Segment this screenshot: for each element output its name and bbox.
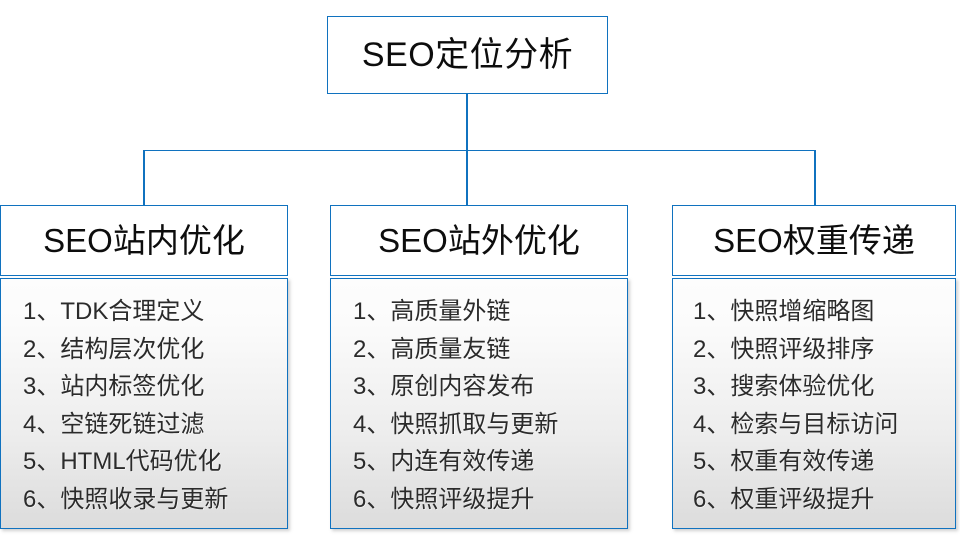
root-node-label: SEO定位分析 <box>361 36 574 74</box>
list-item: 5、HTML代码优化 <box>23 448 222 475</box>
list-item: 3、站内标签优化 <box>23 373 205 400</box>
list-item: 6、快照收录与更新 <box>23 485 229 513</box>
branch-column-3: SEO权重传递 1、快照增缩略图 2、快照评级排序 3、搜索体验优化 4、检索与… <box>672 205 956 529</box>
list-item: 6、快照评级提升 <box>353 485 535 513</box>
branch-2-header-label: SEO站外优化 <box>378 222 580 259</box>
branch-1-header-box[interactable]: SEO站内优化 <box>0 205 288 276</box>
list-item: 4、空链死链过滤 <box>23 410 205 438</box>
branch-column-2: SEO站外优化 1、高质量外链 2、高质量友链 3、原创内容发布 4、快照抓取与… <box>330 205 628 529</box>
branch-column-1: SEO站内优化 1、TDK合理定义 2、结构层次优化 3、站内标签优化 4、空链… <box>0 205 288 529</box>
list-item: 2、高质量友链 <box>353 335 511 363</box>
connector-branch-2-vertical <box>466 149 468 206</box>
list-item: 2、结构层次优化 <box>23 335 205 363</box>
branch-2-list-box: 1、高质量外链 2、高质量友链 3、原创内容发布 4、快照抓取与更新 5、内连有… <box>330 278 628 529</box>
list-item: 1、快照增缩略图 <box>693 298 875 325</box>
branch-1-header-label: SEO站内优化 <box>43 222 245 259</box>
list-item: 3、原创内容发布 <box>353 373 535 400</box>
list-item: 2、快照评级排序 <box>693 335 875 363</box>
list-item: 5、内连有效传递 <box>353 448 535 475</box>
connector-horizontal-bus <box>143 149 815 152</box>
list-item: 5、权重有效传递 <box>693 448 875 475</box>
list-item: 1、高质量外链 <box>353 298 511 325</box>
branch-3-header-box[interactable]: SEO权重传递 <box>672 205 956 276</box>
list-item: 4、检索与目标访问 <box>693 410 899 438</box>
list-item: 4、快照抓取与更新 <box>353 410 559 438</box>
connector-branch-3-vertical <box>814 149 816 206</box>
list-item: 6、权重评级提升 <box>693 485 875 513</box>
list-item: 3、搜索体验优化 <box>693 373 875 400</box>
branch-3-list-box: 1、快照增缩略图 2、快照评级排序 3、搜索体验优化 4、检索与目标访问 5、权… <box>672 278 956 529</box>
list-item: 1、TDK合理定义 <box>23 298 205 325</box>
branch-2-header-box[interactable]: SEO站外优化 <box>330 205 628 276</box>
branch-1-list-box: 1、TDK合理定义 2、结构层次优化 3、站内标签优化 4、空链死链过滤 5、H… <box>0 278 288 529</box>
connector-branch-1-vertical <box>143 149 145 206</box>
branch-3-header-label: SEO权重传递 <box>713 222 915 259</box>
root-node-box[interactable]: SEO定位分析 <box>327 16 608 94</box>
connector-root-vertical <box>466 94 468 151</box>
